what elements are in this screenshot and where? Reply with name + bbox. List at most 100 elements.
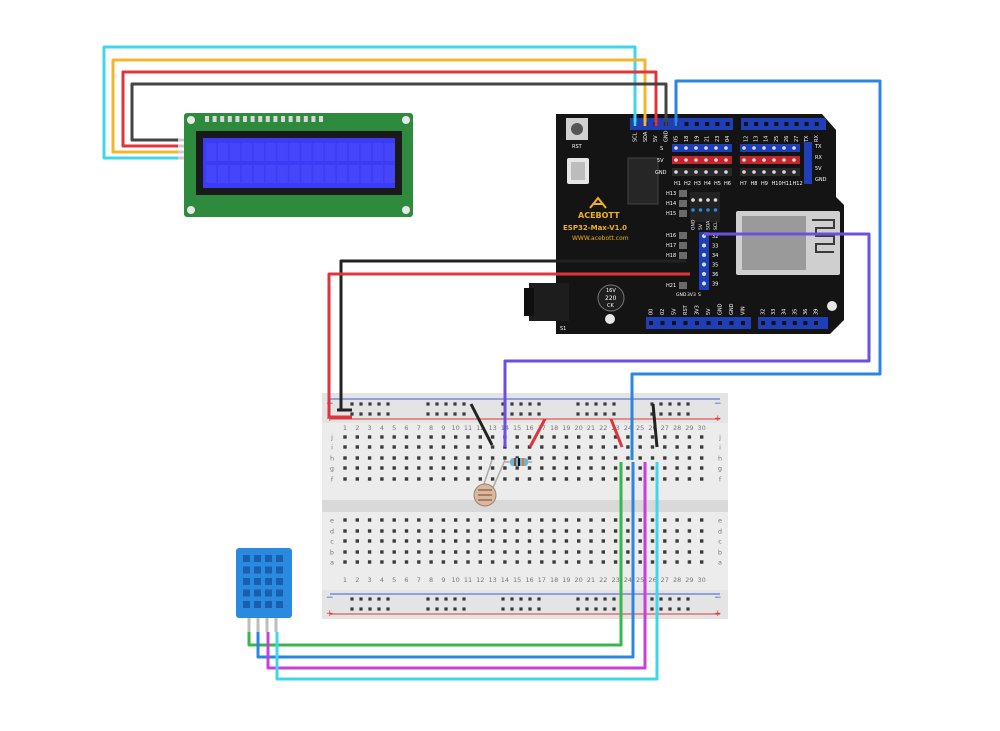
breadboard-hole	[417, 477, 421, 481]
breadboard-hole	[429, 466, 433, 470]
rail-minus-label: −	[326, 593, 334, 603]
i2c-pin	[713, 208, 718, 212]
column-number-bottom: 4	[380, 576, 384, 584]
header-pin	[649, 321, 653, 325]
lcd-pin	[205, 116, 209, 122]
analog-pin-label: 33	[712, 244, 718, 250]
rail-hole	[426, 597, 430, 601]
breadboard-hole	[626, 435, 630, 439]
lcd-cell	[241, 165, 253, 183]
pin-gnd-label: GND	[655, 170, 667, 176]
left-pin-label: H21	[666, 283, 676, 289]
column-number-top: 6	[404, 424, 408, 432]
breadboard-hole	[417, 550, 421, 554]
lcd-cell	[348, 165, 360, 183]
sensor-pin	[684, 146, 688, 150]
rail-hole	[453, 607, 457, 611]
breadboard-hole	[380, 435, 384, 439]
column-number-top: 16	[525, 424, 533, 432]
header-pin	[771, 321, 776, 325]
lcd-mount-hole	[402, 206, 410, 214]
lcd-pin	[281, 116, 285, 122]
breadboard-hole	[626, 477, 630, 481]
usb-port-inner	[571, 162, 585, 180]
breadboard-hole	[380, 518, 384, 522]
column-number-top: 20	[575, 424, 583, 432]
breadboard-hole	[466, 560, 470, 564]
rail-hole	[585, 597, 589, 601]
breadboard-hole	[601, 518, 605, 522]
rail-hole	[585, 402, 589, 406]
bottom-small-label: GND	[676, 292, 687, 298]
header-pin-label: 18	[684, 136, 690, 142]
header-pin	[705, 122, 710, 126]
header-pin-label: 34	[782, 309, 788, 315]
column-number-top: 27	[661, 424, 669, 432]
breadboard-hole	[441, 560, 446, 564]
row-letter: e	[330, 517, 334, 525]
breadboard-hole	[601, 456, 605, 460]
rail-hole	[359, 402, 363, 406]
breadboard-hole	[417, 518, 421, 522]
lcd-pin	[220, 116, 225, 122]
dht-vent	[243, 589, 250, 597]
wires	[102, 45, 882, 681]
rail-hole	[686, 402, 690, 406]
photoresistor	[473, 459, 506, 507]
header-pin-label: SDA	[643, 131, 649, 142]
breadboard-hole	[503, 466, 507, 470]
breadboard-hole	[663, 518, 667, 522]
header-pin-label: 04	[725, 136, 731, 142]
rail-hole	[585, 412, 589, 416]
breadboard-hole	[700, 435, 704, 439]
rail-hole	[576, 607, 580, 611]
breadboard-hole	[503, 477, 507, 481]
header-pin-label: 32	[761, 309, 767, 315]
h-label: H12	[793, 181, 803, 187]
rail-plus-label: +	[714, 414, 722, 424]
bottom-small-label: 3V3	[687, 292, 696, 298]
h-label: H9	[761, 181, 768, 187]
breadboard-hole	[490, 518, 495, 522]
breadboard-hole	[663, 445, 667, 449]
breadboard-hole	[638, 518, 642, 522]
header-pin-label: 05	[674, 136, 680, 142]
column-number-bottom: 6	[404, 576, 408, 584]
rail-hole	[426, 402, 430, 406]
breadboard-hole	[700, 539, 704, 543]
breadboard-hole	[429, 560, 433, 564]
header-pin-label: 00	[649, 309, 655, 315]
breadboard-hole	[380, 529, 384, 533]
sensor-row-signal	[740, 144, 800, 152]
lcd-cell	[325, 165, 336, 183]
lcd-pin	[296, 116, 301, 122]
rail-hole	[368, 597, 372, 601]
sensor-pin	[694, 158, 698, 162]
breadboard-hole	[675, 529, 679, 533]
breadboard-hole	[392, 550, 396, 554]
left-pin	[679, 200, 687, 207]
header-pin	[729, 321, 734, 325]
breadboard-hole	[527, 435, 532, 439]
sensor-pin	[724, 146, 728, 150]
breadboard-hole	[454, 529, 458, 533]
breadboard-hole	[392, 560, 396, 564]
reset-button-cap[interactable]	[571, 123, 583, 135]
breadboard-hole	[638, 466, 642, 470]
row-letter: j	[718, 434, 721, 442]
row-letter: e	[718, 517, 722, 525]
wire-board-gnd	[339, 259, 686, 411]
breadboard-hole	[355, 550, 359, 554]
i2c-pin-label: 5V	[698, 223, 704, 230]
breadboard-hole	[404, 550, 409, 554]
breadboard-hole	[540, 477, 544, 481]
lcd-pin	[303, 116, 308, 122]
rail-hole	[650, 412, 654, 416]
dht-vent	[254, 578, 261, 585]
column-number-top: 7	[417, 424, 421, 432]
side-label: GND	[815, 177, 827, 183]
h-label: H4	[704, 181, 711, 187]
sensor-pin	[724, 158, 728, 162]
